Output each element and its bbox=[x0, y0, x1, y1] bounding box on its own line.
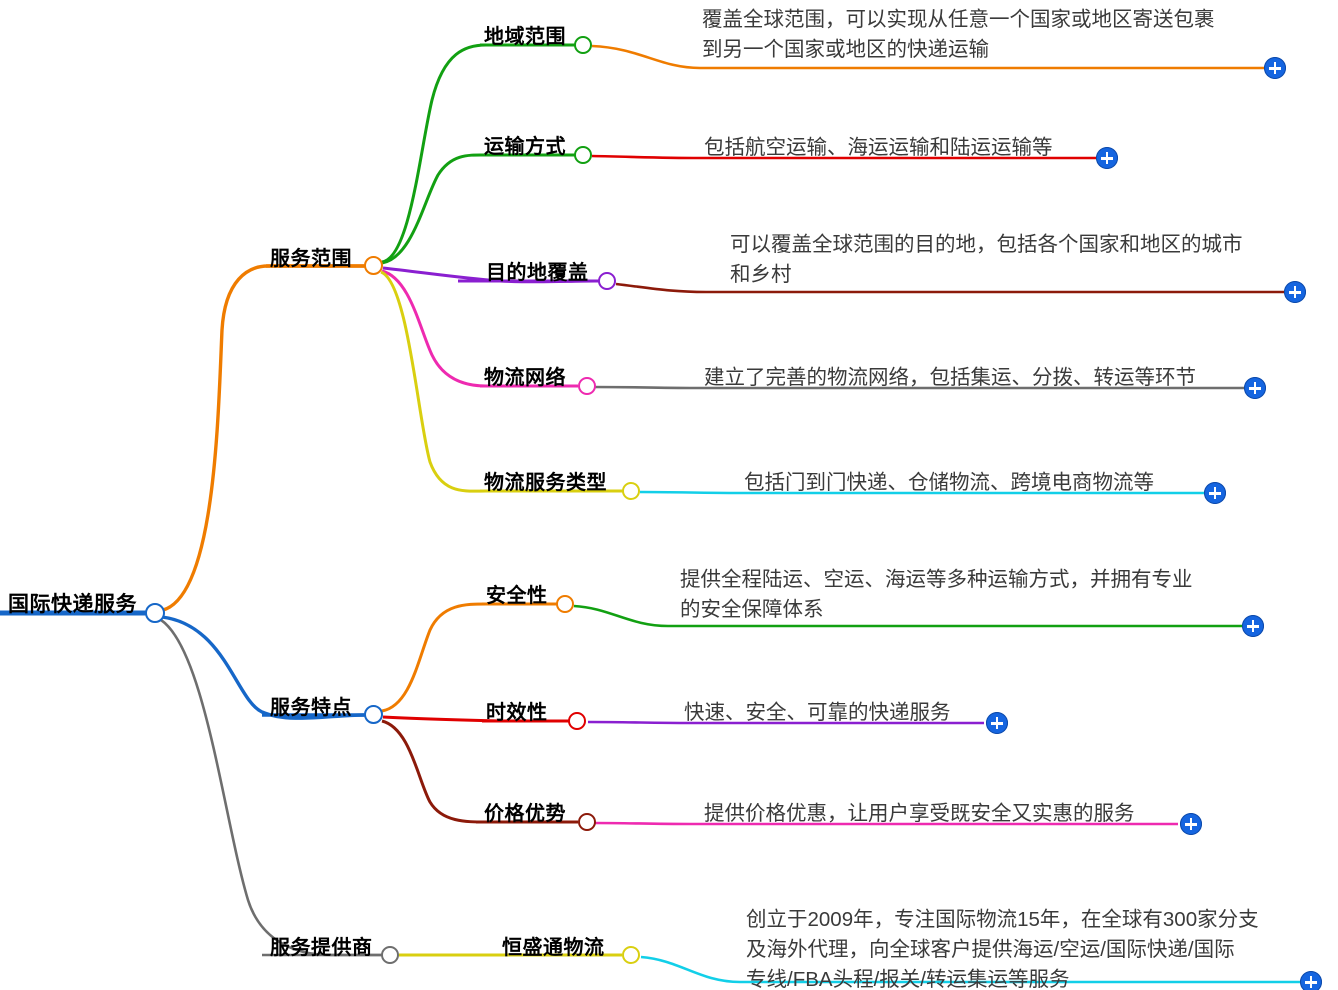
expand-button-1-2[interactable] bbox=[1096, 147, 1118, 169]
child-node-handle-2-2[interactable] bbox=[568, 712, 586, 730]
leaf-text-2-2: 快速、安全、可靠的快递服务 bbox=[684, 701, 951, 724]
leaf-text-1-5: 包括门到门快递、仓储物流、跨境电商物流等 bbox=[744, 471, 1154, 494]
expand-button-1-4[interactable] bbox=[1244, 377, 1266, 399]
link-b1-c2 bbox=[381, 153, 574, 265]
branch-node-label-1[interactable]: 服务范围 bbox=[270, 248, 352, 270]
link-b2-c1 bbox=[381, 602, 556, 713]
branch-node-handle-1[interactable] bbox=[364, 256, 383, 275]
leaf-text-1-4: 建立了完善的物流网络，包括集运、分拨、转运等环节 bbox=[704, 366, 1196, 389]
child-node-handle-1-1[interactable] bbox=[574, 36, 592, 54]
child-node-handle-1-3[interactable] bbox=[598, 272, 616, 290]
child-node-label-1-4[interactable]: 物流网络 bbox=[484, 367, 566, 389]
expand-button-1-5[interactable] bbox=[1204, 482, 1226, 504]
leaf-text-2-3: 提供价格优惠，让用户享受既安全又实惠的服务 bbox=[704, 802, 1135, 825]
child-node-handle-1-2[interactable] bbox=[574, 146, 592, 164]
child-node-label-1-2[interactable]: 运输方式 bbox=[484, 136, 566, 158]
child-node-label-2-3[interactable]: 价格优势 bbox=[484, 803, 566, 825]
child-node-handle-2-1[interactable] bbox=[556, 595, 574, 613]
leaf-text-2-1: 提供全程陆运、空运、海运等多种运输方式，并拥有专业 的安全保障体系 bbox=[680, 568, 1193, 621]
branch-node-label-3[interactable]: 服务提供商 bbox=[270, 937, 373, 959]
child-node-handle-3-1[interactable] bbox=[622, 946, 640, 964]
child-node-handle-1-5[interactable] bbox=[622, 482, 640, 500]
leaf-text-1-1: 覆盖全球范围，可以实现从任意一个国家或地区寄送包裹 到另一个国家或地区的快递运输 bbox=[702, 8, 1215, 61]
leaf-text-3-1: 创立于2009年，专注国际物流15年，在全球有300家分支 及海外代理，向全球客… bbox=[746, 908, 1259, 990]
leaf-text-1-2: 包括航空运输、海运运输和陆运运输等 bbox=[704, 136, 1053, 159]
child-node-label-3-1[interactable]: 恒盛通物流 bbox=[502, 937, 605, 959]
child-node-label-2-1[interactable]: 安全性 bbox=[486, 585, 548, 607]
child-node-label-2-2[interactable]: 时效性 bbox=[486, 702, 548, 724]
expand-button-2-2[interactable] bbox=[986, 712, 1008, 734]
expand-button-2-1[interactable] bbox=[1242, 615, 1264, 637]
expand-button-3-1[interactable] bbox=[1300, 971, 1322, 990]
link-root-to-branch-1 bbox=[157, 264, 364, 613]
child-node-handle-2-3[interactable] bbox=[578, 813, 596, 831]
child-node-label-1-1[interactable]: 地域范围 bbox=[484, 26, 566, 48]
branch-node-label-2[interactable]: 服务特点 bbox=[270, 697, 352, 719]
child-node-label-1-3[interactable]: 目的地覆盖 bbox=[486, 262, 589, 284]
link-root-to-branch-3 bbox=[160, 618, 381, 957]
expand-button-2-3[interactable] bbox=[1180, 813, 1202, 835]
root-node-handle[interactable] bbox=[145, 603, 165, 623]
branch-node-handle-2[interactable] bbox=[364, 705, 383, 724]
child-node-handle-1-4[interactable] bbox=[578, 377, 596, 395]
leaf-text-1-3: 可以覆盖全球范围的目的地，包括各个国家和地区的城市 和乡村 bbox=[730, 233, 1243, 286]
expand-button-1-3[interactable] bbox=[1284, 281, 1306, 303]
root-node-label[interactable]: 国际快递服务 bbox=[8, 593, 137, 616]
branch-node-handle-3[interactable] bbox=[381, 946, 399, 964]
child-node-label-1-5[interactable]: 物流服务类型 bbox=[484, 472, 607, 494]
expand-button-1-1[interactable] bbox=[1264, 57, 1286, 79]
